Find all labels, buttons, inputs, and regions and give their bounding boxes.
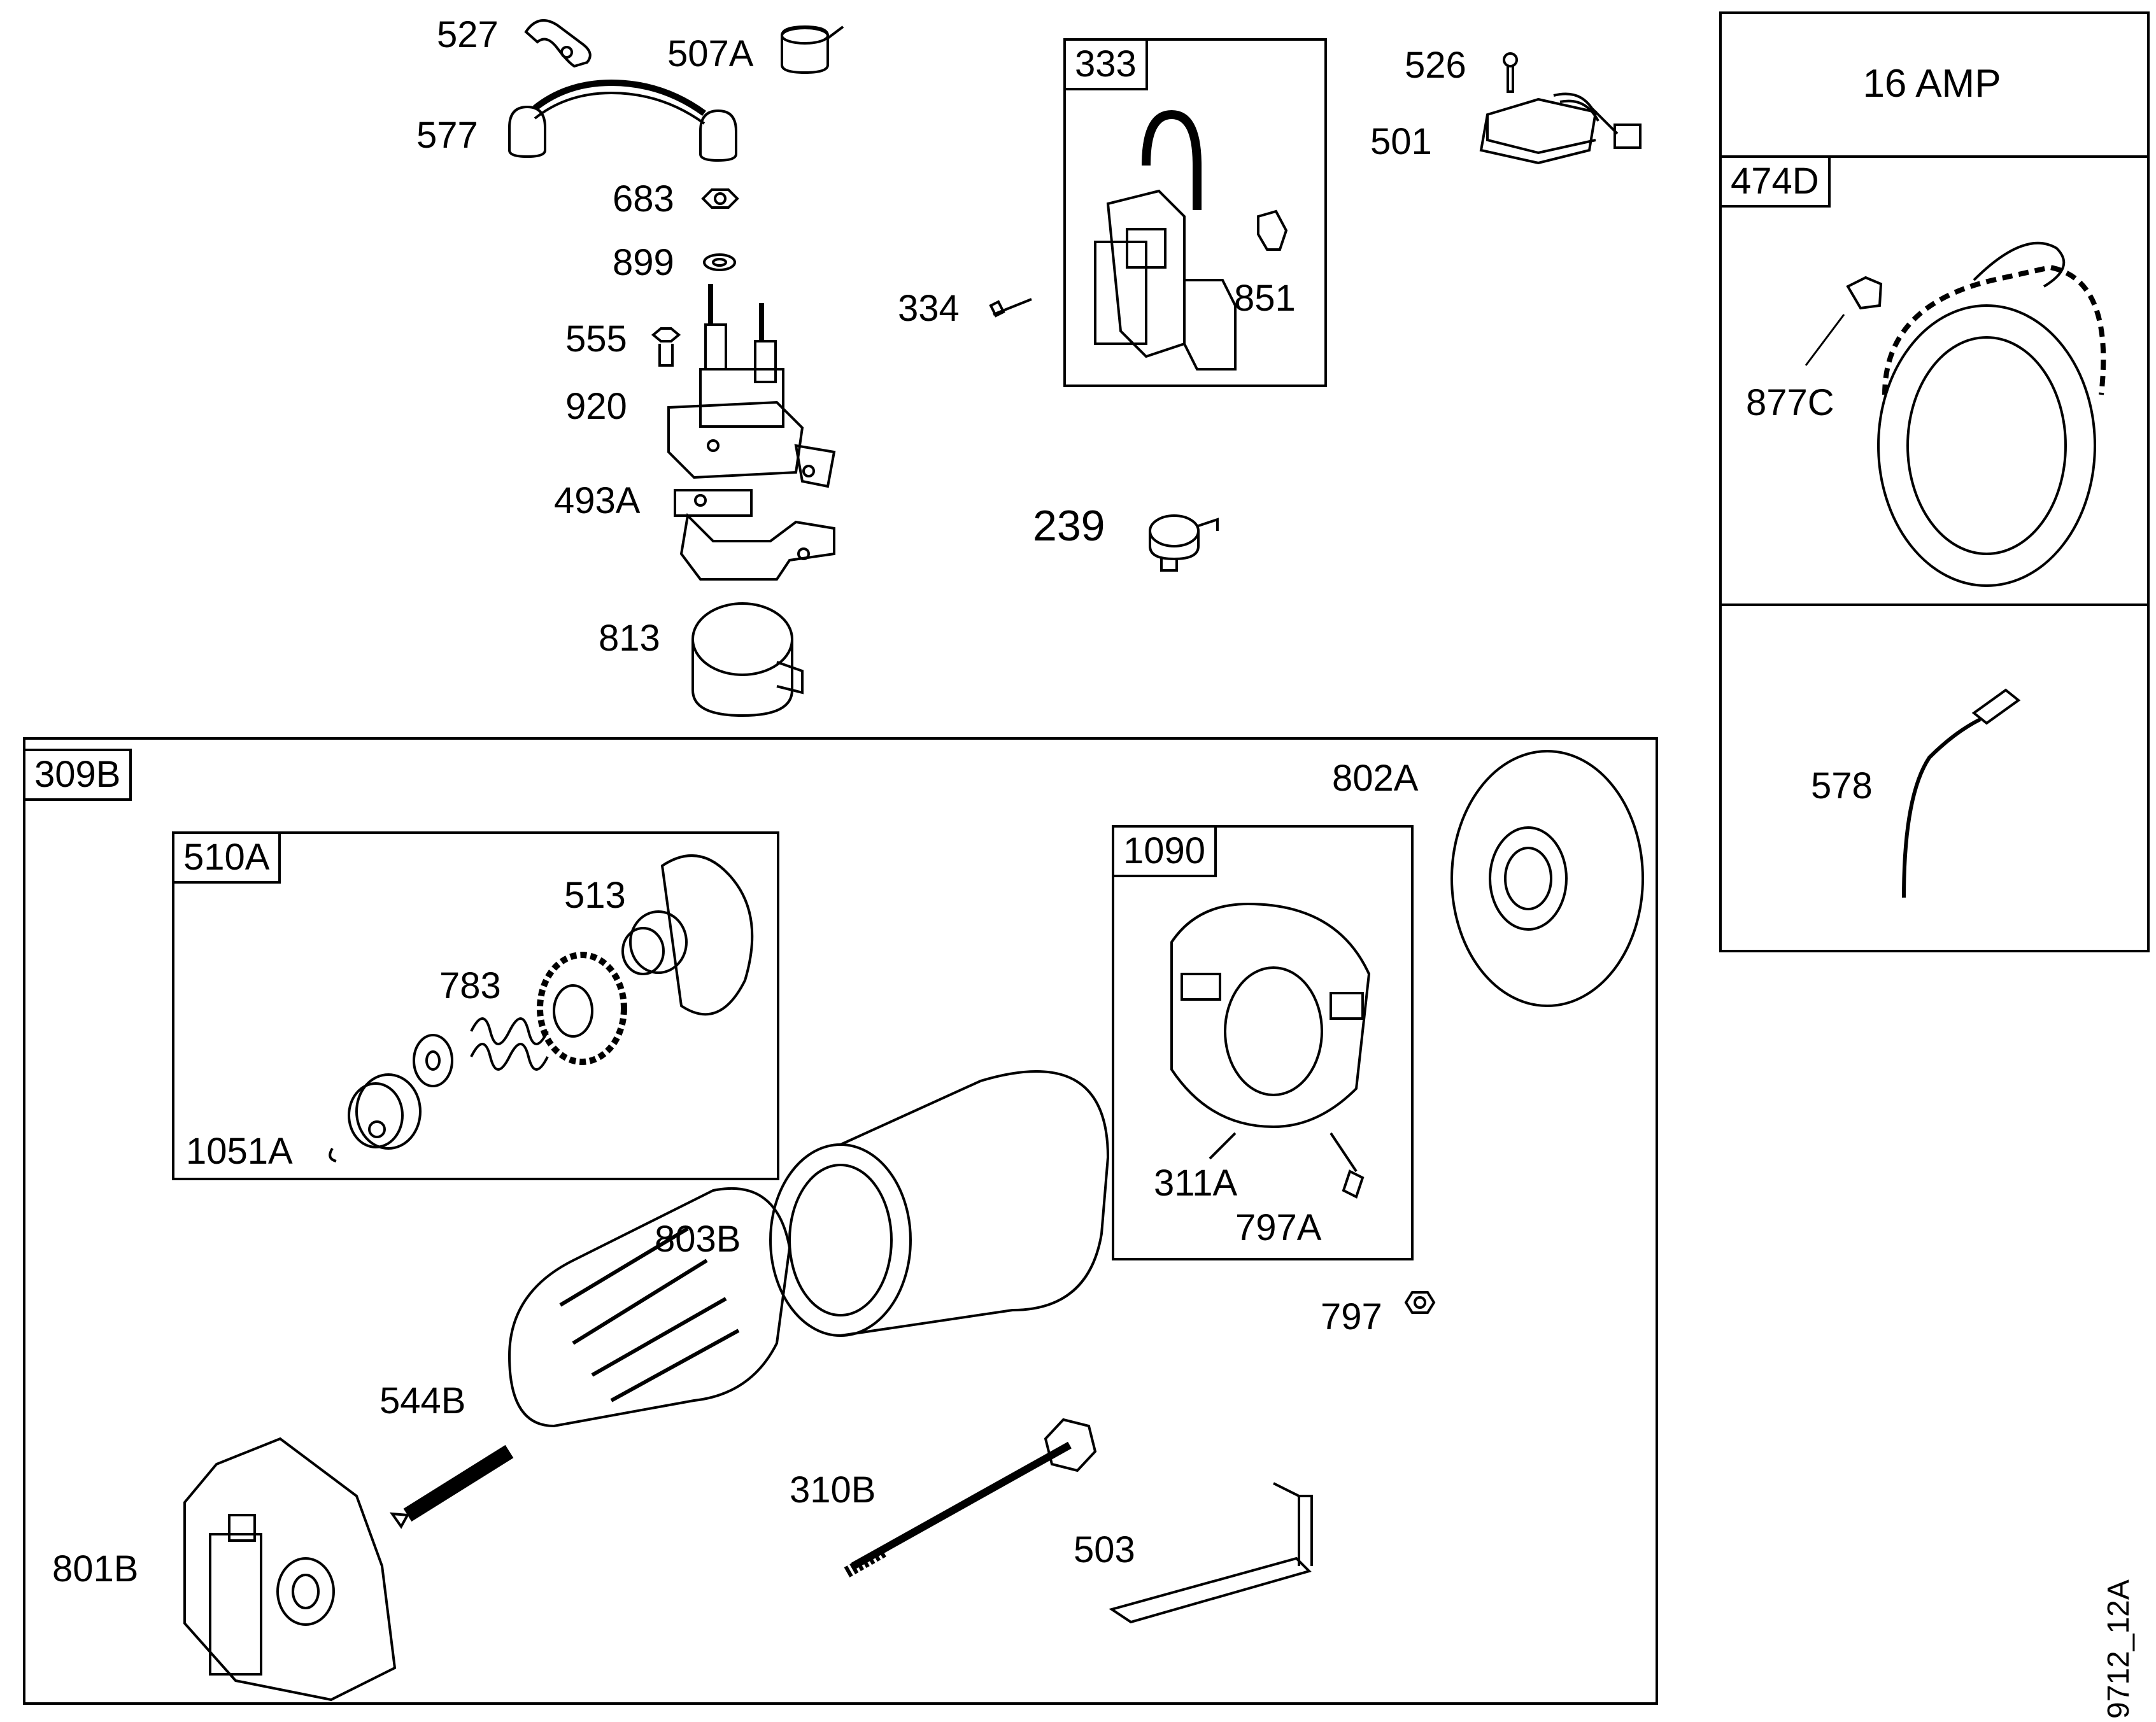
part-label-1051A: 1051A: [186, 1131, 293, 1172]
alternator-panel: [1719, 11, 2150, 952]
part-label-578: 578: [1811, 765, 1873, 807]
drive-spring-icon: [471, 1019, 548, 1069]
part-label-683: 683: [613, 178, 674, 220]
mounting-screw-icon: [991, 299, 1032, 316]
group-label-333: 333: [1063, 38, 1148, 90]
terminal-nut-icon: [1406, 1292, 1434, 1313]
spark-plug-boot-icon: [1258, 211, 1286, 250]
part-label-526: 526: [1405, 45, 1466, 86]
pinion-housing-icon: [623, 856, 752, 1014]
battery-cable-icon: [509, 83, 736, 160]
group-label-510A: 510A: [172, 831, 281, 884]
part-label-239: 239: [1033, 502, 1105, 550]
stator-icon: [1806, 243, 2103, 586]
group-frame-309B: [23, 737, 1658, 1705]
hex-nut-icon: [703, 190, 737, 208]
alternator-heading: 16 AMP: [1862, 62, 2001, 106]
part-label-920: 920: [565, 386, 627, 427]
part-label-577: 577: [416, 115, 478, 156]
alternator-divider-1: [1719, 155, 2147, 158]
rectifier-screw-icon: [1504, 53, 1517, 92]
brush-holder-icon: [1172, 904, 1369, 1197]
part-label-311A: 311A: [1154, 1162, 1238, 1204]
group-label-474D: 474D: [1719, 155, 1831, 208]
part-label-801B: 801B: [52, 1548, 139, 1590]
part-label-797: 797: [1321, 1296, 1382, 1337]
part-label-783: 783: [439, 965, 501, 1006]
end-cap-icon: [1452, 751, 1643, 1006]
part-label-555: 555: [565, 318, 627, 360]
part-label-797A: 797A: [1235, 1207, 1322, 1248]
part-label-334: 334: [898, 288, 960, 329]
stop-collar-icon: [330, 1075, 420, 1161]
part-label-513: 513: [564, 875, 626, 916]
part-label-802A: 802A: [1332, 758, 1419, 799]
part-label-544B: 544B: [379, 1380, 466, 1422]
rectifier-icon: [1481, 94, 1640, 164]
armature-icon: [392, 1189, 790, 1527]
group-frame-333: [1063, 38, 1327, 387]
alternator-lead-icon: [1904, 690, 2018, 898]
hose-clamp-icon: [693, 603, 802, 716]
part-label-503: 503: [1074, 1529, 1135, 1570]
ignition-module-icon: [1095, 115, 1235, 369]
terminal-boot-icon: [782, 27, 843, 73]
lock-washer-icon: [704, 255, 735, 270]
part-label-851: 851: [1234, 278, 1296, 319]
part-label-803B: 803B: [655, 1218, 741, 1260]
group-frame-510A: [172, 831, 779, 1180]
part-label-310B: 310B: [790, 1469, 876, 1511]
part-label-527: 527: [437, 14, 499, 55]
alternator-divider-2: [1719, 603, 2147, 606]
oil-pressure-switch-icon: [1150, 516, 1217, 570]
part-label-899: 899: [613, 242, 674, 283]
part-label-877C: 877C: [1746, 382, 1834, 423]
part-label-507A: 507A: [667, 33, 754, 74]
cable-clip-icon: [526, 20, 590, 66]
brush-retainer-tool-icon: [1112, 1483, 1312, 1622]
drive-gear-icon: [540, 955, 624, 1062]
drawing-id: 9712_12A: [2102, 1579, 2136, 1719]
group-frame-1090: [1112, 825, 1414, 1260]
drive-end-cap-icon: [185, 1439, 395, 1700]
thrust-washer-icon: [414, 1035, 452, 1086]
solenoid-bracket-icon: [675, 490, 834, 579]
part-label-501: 501: [1370, 121, 1432, 162]
starter-solenoid-icon: [669, 284, 834, 486]
motor-housing-icon: [770, 1071, 1108, 1336]
part-label-493A: 493A: [554, 480, 641, 521]
screw-icon: [653, 328, 679, 365]
group-label-1090: 1090: [1112, 825, 1217, 877]
group-label-309B: 309B: [23, 749, 132, 801]
part-label-813: 813: [599, 618, 660, 659]
through-bolt-icon: [847, 1420, 1095, 1572]
